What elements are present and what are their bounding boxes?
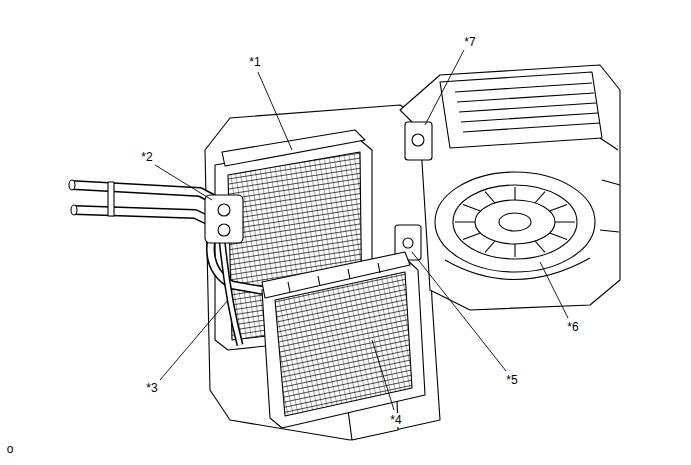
blower-case xyxy=(400,65,620,310)
callout-number: *2 xyxy=(140,150,153,164)
leader-line xyxy=(160,300,228,380)
figure-code: o xyxy=(6,442,15,456)
leader-line xyxy=(412,252,506,371)
fan-inner xyxy=(475,200,555,244)
leader-line xyxy=(258,72,292,150)
pipe-end xyxy=(69,180,75,190)
evaporator-tank xyxy=(222,130,365,166)
fan-wheel xyxy=(453,185,577,259)
leader-line xyxy=(372,340,394,410)
callout-number: *6 xyxy=(566,320,579,334)
valve-bolt xyxy=(218,224,230,236)
leader-line xyxy=(540,262,568,318)
heater-core-tank xyxy=(262,252,410,298)
valve-bolt xyxy=(218,204,230,216)
pipe-clamp xyxy=(108,182,114,216)
fan-blades xyxy=(455,187,575,257)
callout-number: *5 xyxy=(505,373,518,387)
air-intake xyxy=(440,72,602,148)
servo-gear xyxy=(412,134,424,146)
callout-number: *3 xyxy=(145,381,158,395)
heater-case xyxy=(205,105,440,440)
pipe-end xyxy=(71,205,77,215)
leader-line xyxy=(155,165,212,200)
servo-motor xyxy=(405,122,432,160)
leader-line xyxy=(425,50,464,125)
fan-housing xyxy=(435,172,595,272)
pipe xyxy=(222,240,240,345)
pipe xyxy=(222,240,240,345)
servo-gear xyxy=(403,238,413,248)
unit-drawing xyxy=(69,65,620,440)
pipe xyxy=(74,210,212,222)
fan-scroll xyxy=(445,258,590,280)
fan-hub xyxy=(499,213,531,231)
expansion-valve xyxy=(205,195,243,243)
leader-lines xyxy=(155,50,568,410)
tank-ribs xyxy=(288,263,380,292)
pipe xyxy=(74,210,212,222)
pipe xyxy=(72,185,215,200)
case-ribs xyxy=(600,138,620,232)
pipe xyxy=(72,185,215,200)
callout-number: *7 xyxy=(463,35,476,49)
pipes xyxy=(72,185,272,345)
heater-core xyxy=(275,272,412,416)
intake-louvers xyxy=(455,83,600,132)
callout-number: *4 xyxy=(389,413,402,427)
callout-number: *1 xyxy=(248,55,261,69)
